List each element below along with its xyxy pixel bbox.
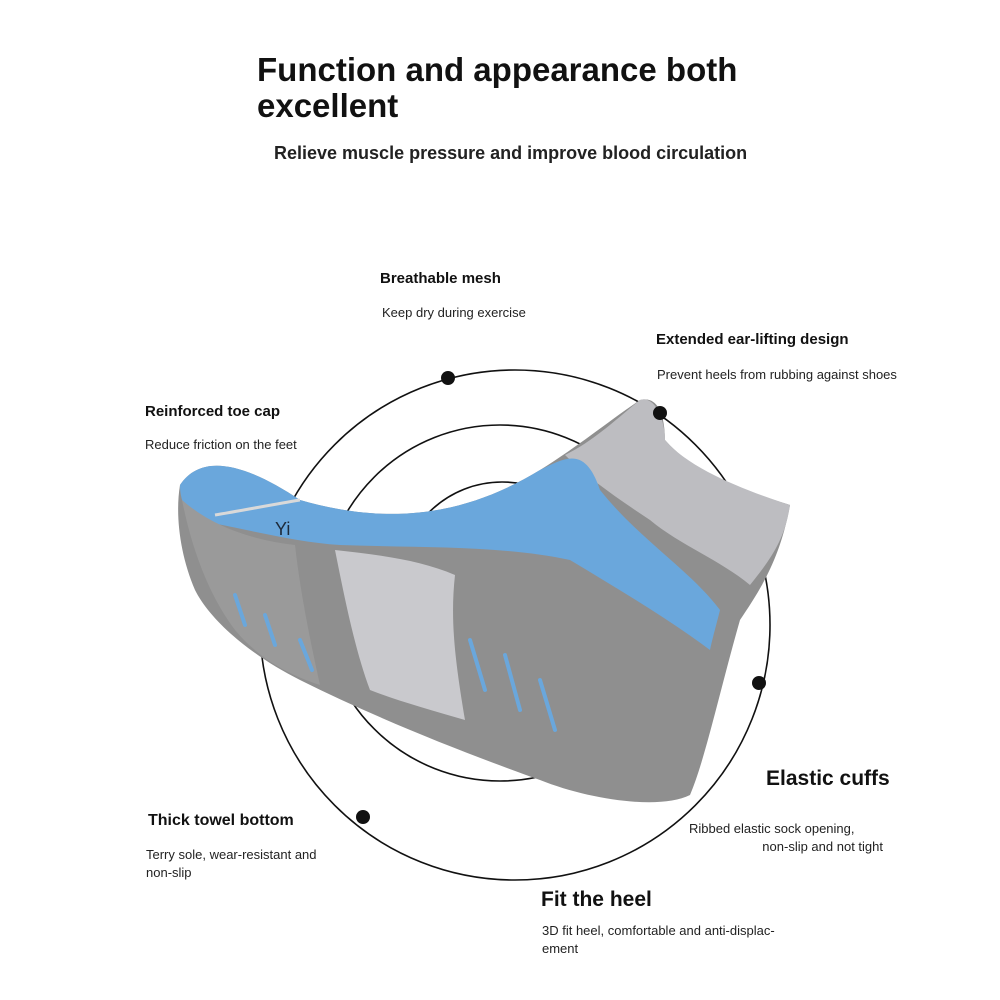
ear-lifting-title: Extended ear-lifting design (656, 331, 849, 348)
towel-bottom-desc-line1: Terry sole, wear-resistant and (146, 847, 317, 862)
page-subtitle: Relieve muscle pressure and improve bloo… (274, 143, 748, 163)
dot-elastic-cuffs (752, 676, 766, 690)
elastic-cuffs-desc-line2: non-slip and not tight (762, 839, 883, 854)
towel-bottom-desc-line2: non-slip (146, 865, 192, 880)
heel-desc-line1: 3D fit heel, comfortable and anti-displa… (542, 923, 775, 938)
elastic-cuffs-title: Elastic cuffs (766, 767, 890, 790)
towel-bottom-title: Thick towel bottom (148, 812, 294, 829)
heel-title: Fit the heel (541, 888, 652, 911)
sock-image: Yi (178, 399, 790, 803)
toe-cap-desc: Reduce friction on the feet (145, 437, 297, 452)
toe-cap-title: Reinforced toe cap (145, 403, 281, 420)
breathable-desc: Keep dry during exercise (382, 305, 526, 320)
dot-ear-lifting (653, 406, 667, 420)
feature-dots (356, 371, 766, 824)
heel-desc-line2: ement (542, 941, 579, 956)
toe-cap (182, 500, 320, 685)
breathable-title: Breathable mesh (380, 270, 501, 287)
elastic-cuffs-desc-line1: Ribbed elastic sock opening, (689, 821, 855, 836)
heel-desc: 3D fit heel, comfortable and anti-displa… (542, 922, 775, 958)
dot-breathable (441, 371, 455, 385)
blue-accent-stripes (233, 593, 557, 732)
sock-logo: Yi (275, 519, 290, 539)
mesh-panel (335, 550, 465, 720)
sock-blue-band (180, 458, 720, 650)
ear-lifting-desc: Prevent heels from rubbing against shoes (657, 367, 897, 382)
elastic-cuffs-desc: Ribbed elastic sock opening, non-slip an… (689, 820, 889, 856)
towel-bottom-desc: Terry sole, wear-resistant and non-slip (146, 846, 317, 882)
dot-towel-bottom (356, 810, 370, 824)
sock-cuff (565, 399, 790, 585)
page-title: Function and appearance both excellent (257, 51, 738, 124)
